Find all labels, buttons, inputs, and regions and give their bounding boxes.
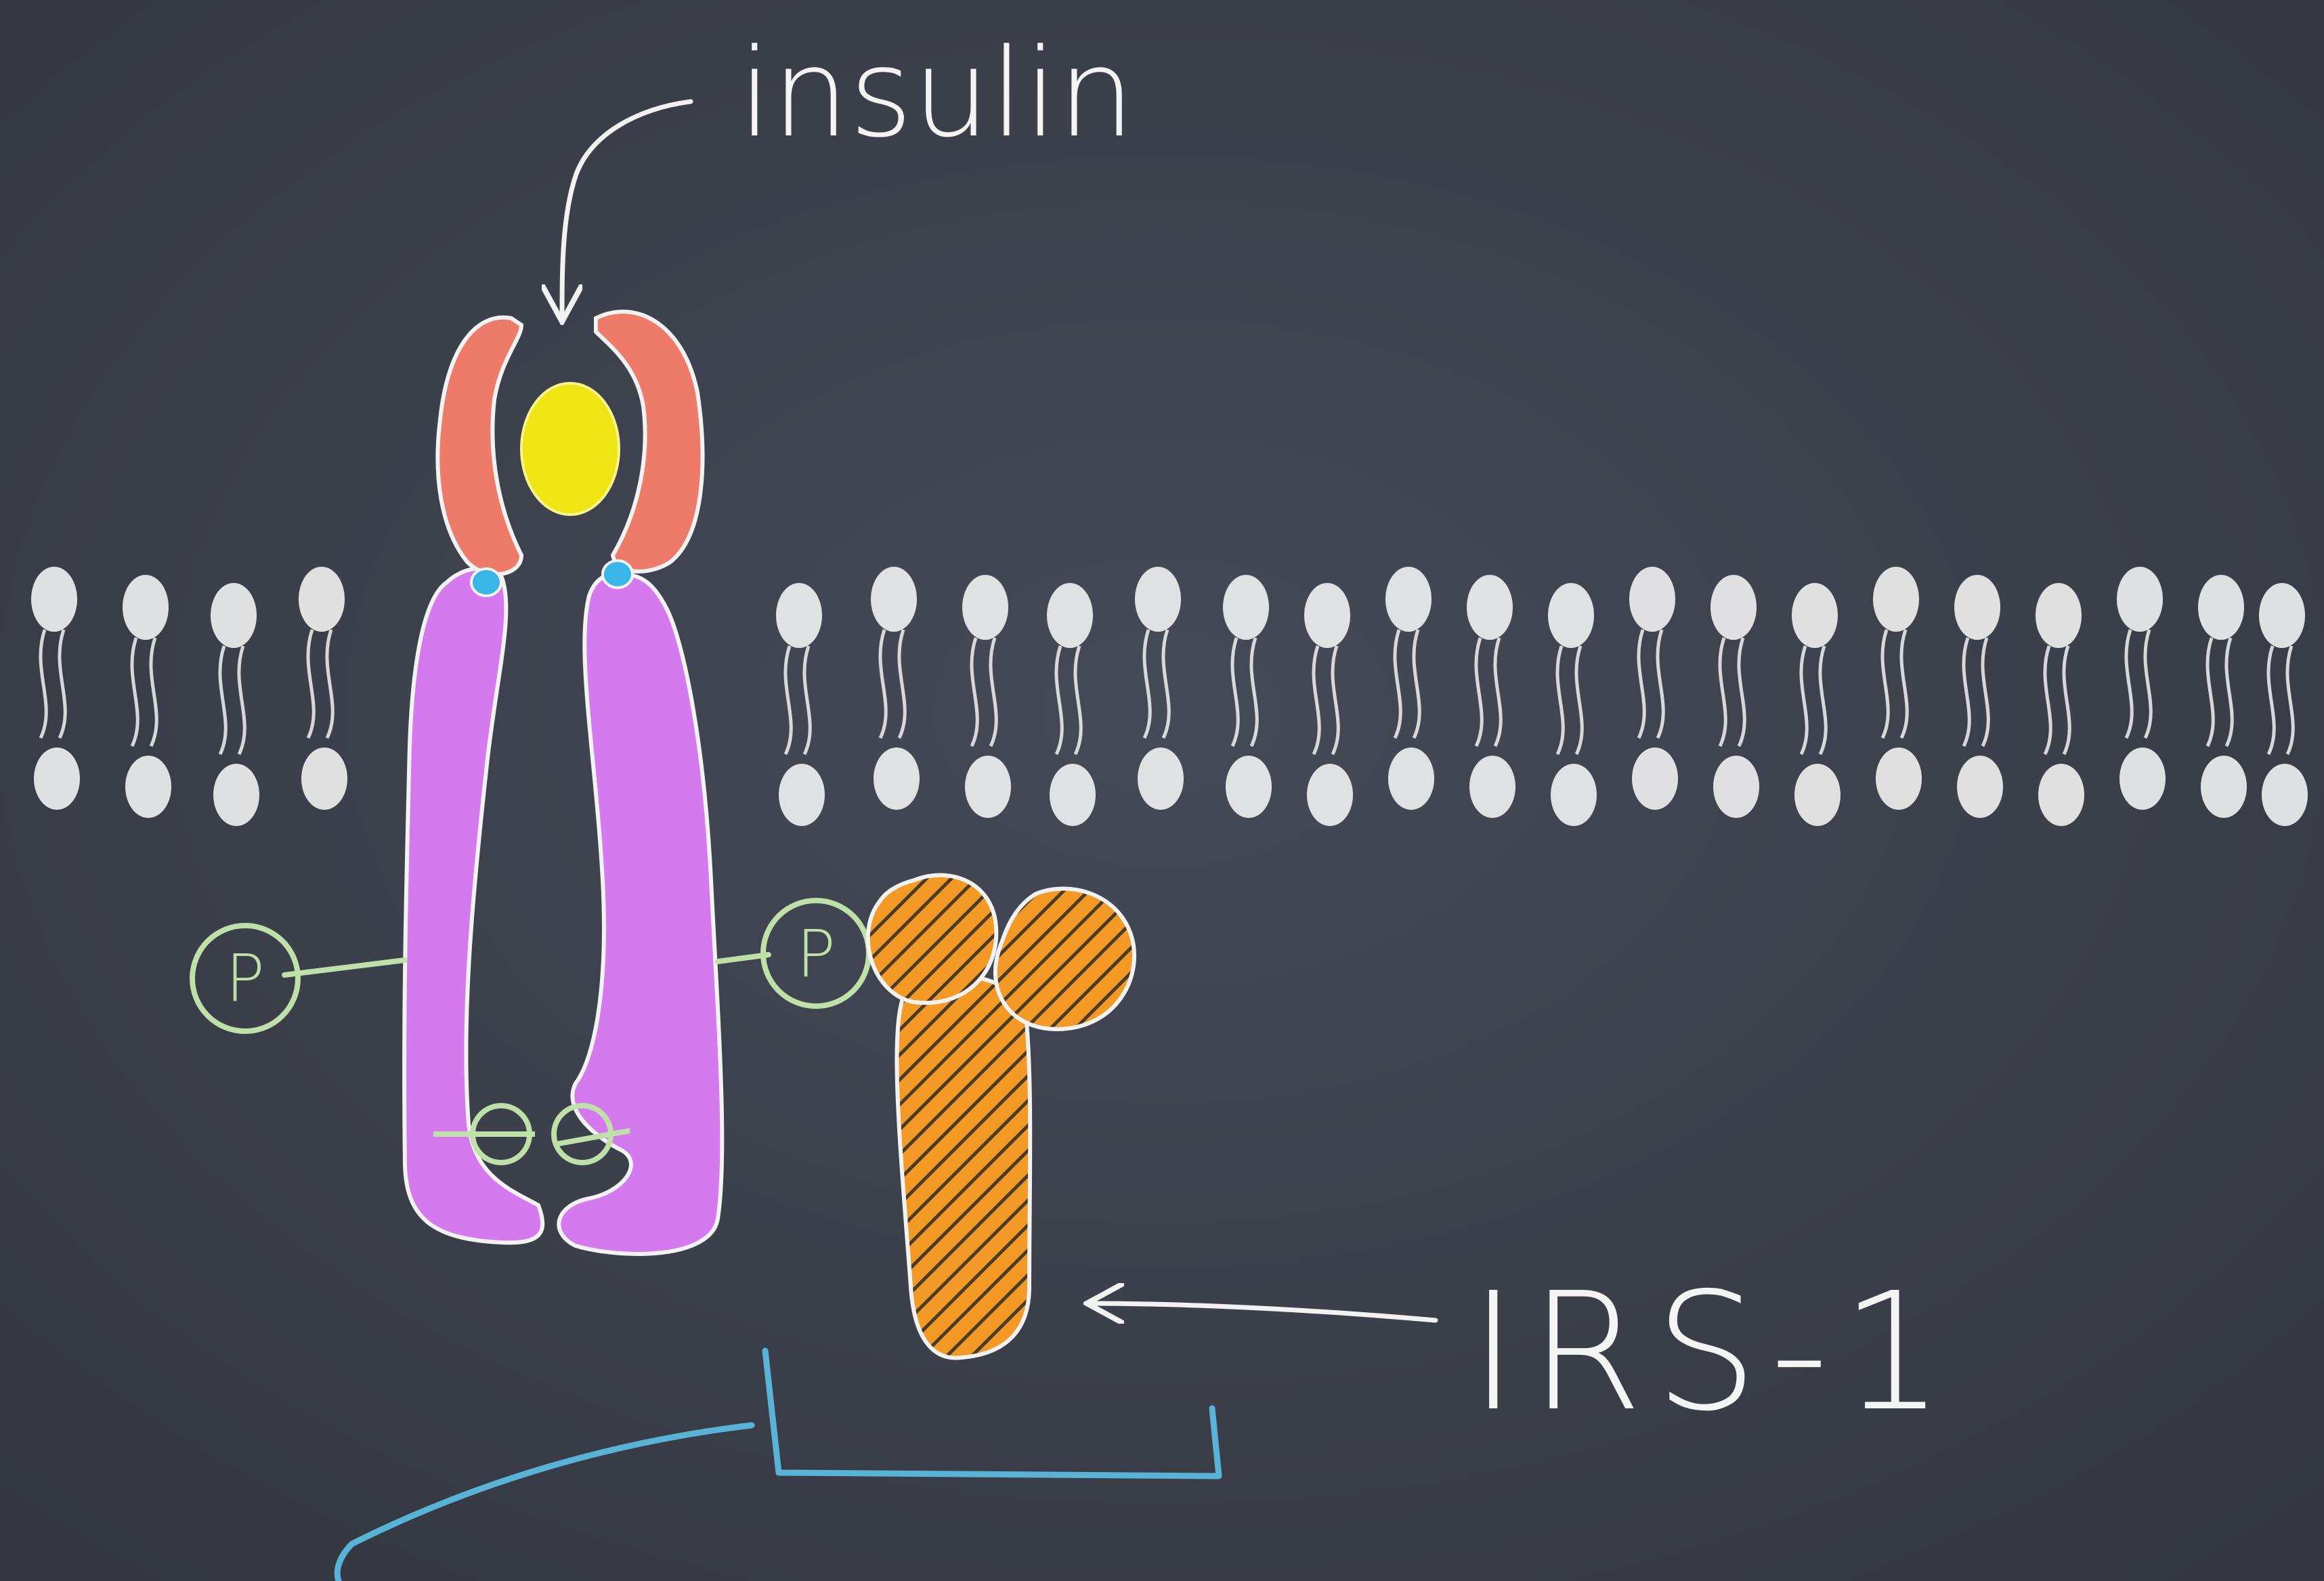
insulin-molecule [521, 383, 619, 515]
irs1-label: IRS-1 [1469, 1257, 1956, 1447]
insulin-label: insulin [738, 23, 1135, 165]
junction-dot-left [471, 569, 501, 596]
irs1-body [897, 976, 1030, 1358]
phosphate-label-right: P [796, 916, 836, 992]
irs1-lobe-right [995, 889, 1134, 1030]
irs1-lobe-left [868, 875, 996, 1003]
phosphate-label-left: P [225, 940, 265, 1016]
junction-dot-right [603, 561, 632, 588]
